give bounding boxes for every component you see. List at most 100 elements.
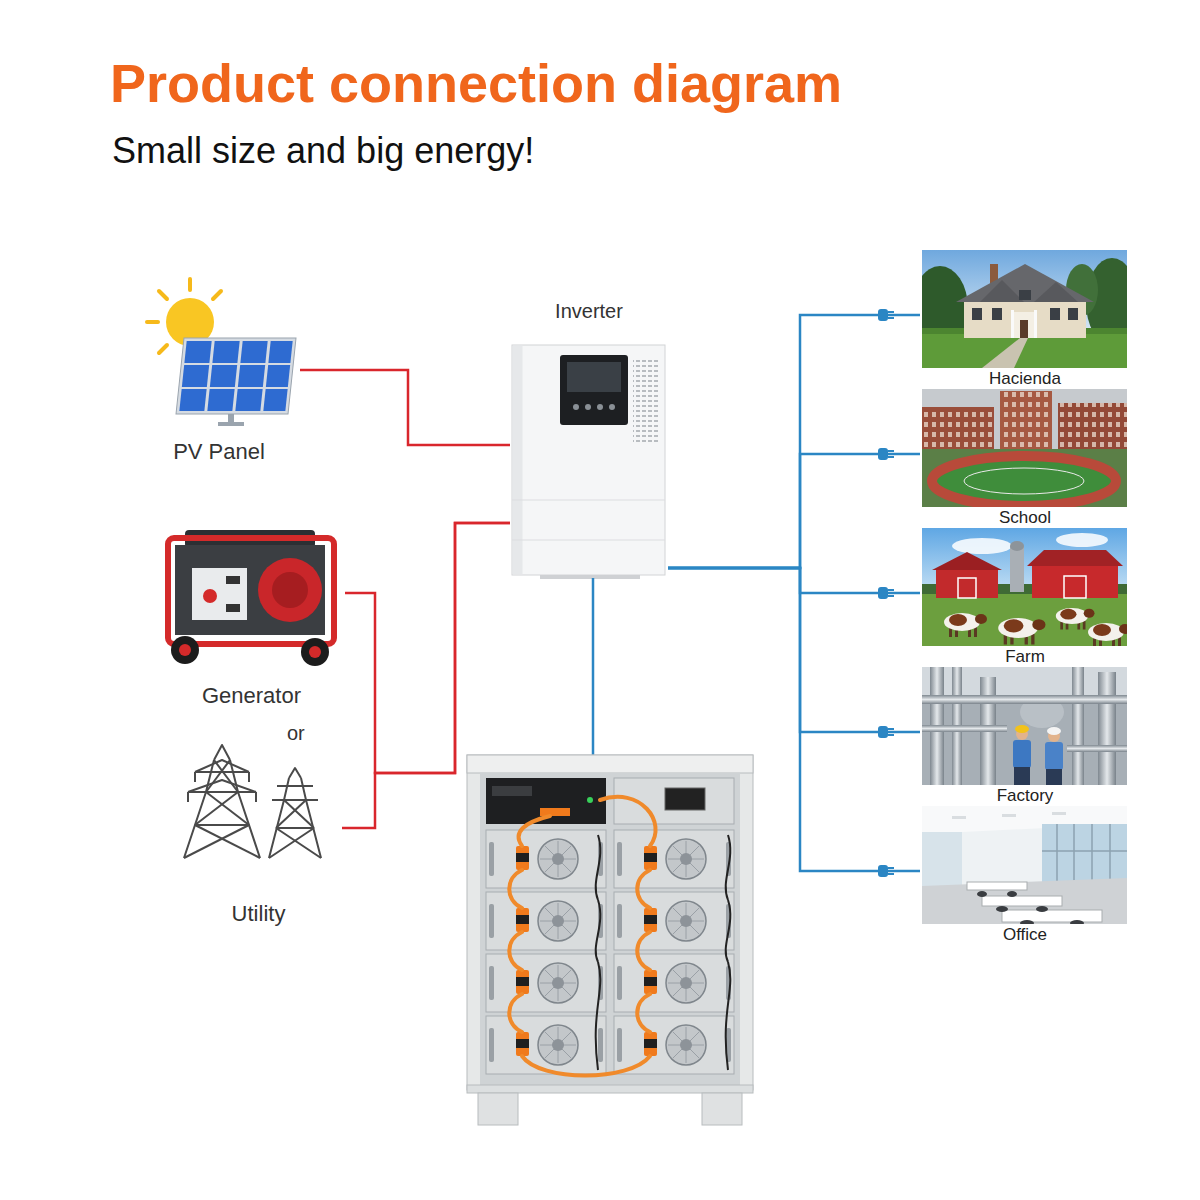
solar-panel-icon-part [176,338,296,414]
pylon-icon-part [269,828,314,858]
pylon-icon-part [187,792,189,802]
load-node: School [920,389,1130,528]
farm-photo-part [1056,533,1108,547]
plug-icon [878,309,894,321]
power-wire [668,315,920,568]
plug-prong [888,873,894,875]
battery-wire [592,578,595,756]
farm-photo-part [998,618,1045,644]
factory-photo-part [1045,742,1063,770]
plug-icon [878,448,894,460]
node-label: Factory [995,786,1056,806]
hacienda-photo-part [1019,290,1031,300]
hacienda-photo-part [1012,312,1036,338]
solar-panel-icon-part [238,365,265,387]
battery-cabinet-part [702,1093,742,1125]
hacienda-photo-part [992,308,1002,320]
solar-panel-icon-part [179,341,292,411]
office-photo-part [1020,920,1034,926]
pylon-icon [184,745,260,858]
battery-cabinet-part [596,835,731,1070]
pylon-icon-part [195,825,260,858]
factory-photo [922,667,1127,785]
battery-cabinet-part [726,900,731,962]
farm-photo-part [1010,546,1024,592]
battery-cabinet-part [509,994,522,1032]
pylon-icon-part [276,828,321,858]
solar-panel-icon-part [263,389,287,411]
plug-prong [888,734,894,736]
inverter-unit-part [573,404,615,410]
inverter-unit-part [560,355,628,425]
or-text: or [287,722,305,745]
hacienda-photo-part [1034,310,1037,338]
battery-cabinet-part [637,994,650,1032]
office-photo-part [1002,910,1102,922]
farm-photo-part [944,613,987,637]
generator-icon-part [226,576,240,584]
plug-prong [888,311,894,313]
plug-prong [888,595,894,597]
office-photo-part [1042,850,1127,852]
battery-cabinet-part [478,1093,518,1125]
factory-photo-part [1046,769,1062,785]
solar-panel-icon-part [268,341,292,363]
plug-prong [888,317,894,319]
factory-photo-part [1014,767,1030,785]
generator-icon-part [203,589,217,603]
office-photo-part [1073,824,1075,882]
solar-panel-icon-part [176,338,296,414]
office-photo-part [1056,824,1058,882]
battery-cabinet-part [600,797,656,846]
pylon-icon-part [214,745,230,760]
generator-icon-part [226,604,240,612]
school-photo-part [1058,403,1127,453]
solar-panel-icon [176,338,296,426]
school-photo-part [922,407,994,453]
factory-photo-part [922,667,1127,785]
generator-icon-part [272,572,308,608]
power-wire [345,523,510,773]
plug-body [878,587,888,599]
sun-icon-part [188,279,192,290]
inverter-unit-part [567,362,621,392]
battery-cabinet-part [509,932,522,970]
pylon-icon-part [194,772,196,782]
office-photo-part [996,906,1008,912]
node-label: Hacienda [987,369,1063,389]
school-photo-part [1058,403,1127,453]
hacienda-photo-part [1034,282,1078,302]
office-photo-part [977,891,1084,926]
hacienda-photo-part [1068,308,1078,320]
generator-icon-part [175,545,325,635]
pylon-icon-part [188,780,256,792]
pylon-icon-part [248,772,250,782]
battery-cabinet-part [726,962,731,1070]
office-photo-part [1007,891,1017,897]
title-holder: Product connection diagram [110,52,842,114]
farm-photo-part [936,568,998,598]
node-label: School [997,508,1053,528]
node-label: Generator [200,683,303,708]
farm-photo-part [952,538,1012,554]
solar-panel-icon-part [184,341,211,363]
generator-node: Generator [158,520,345,708]
factory-photo-part [1013,740,1031,768]
battery-cabinet-part [467,755,753,773]
pylon-icon-part [284,800,314,828]
inverter-unit-part [512,540,665,541]
battery-cabinet-part [596,900,601,962]
inverter-unit-part [609,404,615,410]
pylon-icon-part [195,792,238,825]
pv-panel-node: PV Panel [138,282,300,464]
office-photo-part [922,806,1127,924]
generator-icon [168,530,334,666]
battery-cabinet-part [486,954,606,1012]
generator-icon-part [171,636,199,664]
battery-cabinet-part [614,830,734,888]
pylon-icon [269,768,321,858]
office-photo-part [1042,824,1127,882]
farm-photo-part [1027,550,1123,566]
plug-prong [888,589,894,591]
